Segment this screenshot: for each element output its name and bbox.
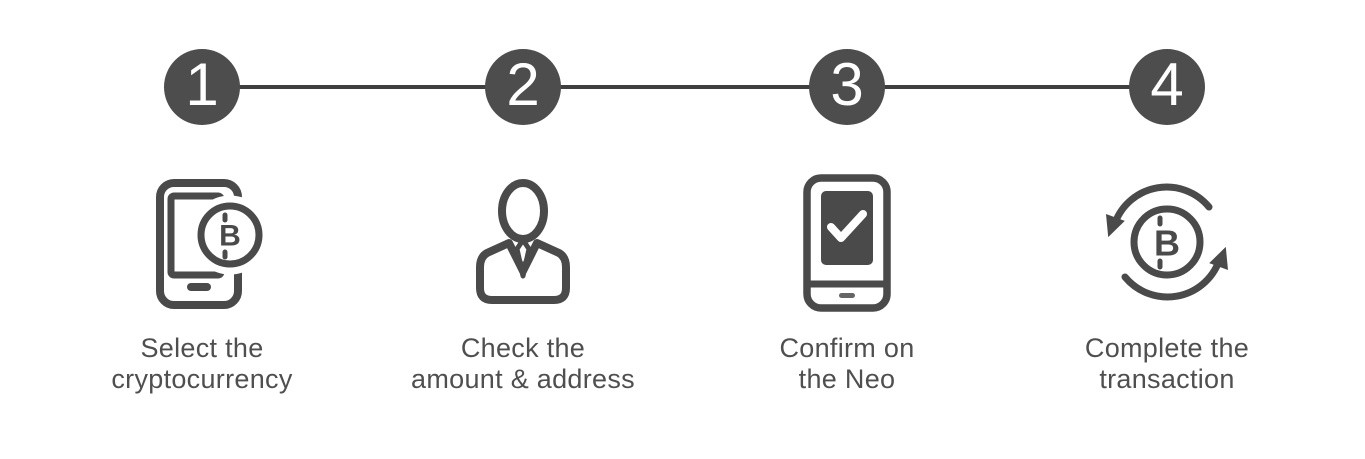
step-1-label-line2: cryptocurrency — [111, 364, 293, 394]
step-1-label: Select the cryptocurrency — [42, 333, 362, 395]
bitcoin-symbol: B — [1154, 222, 1180, 263]
step-3-number: 3 — [830, 51, 864, 118]
step-1-number-circle: 1 — [164, 49, 240, 125]
arrowhead-left — [1105, 213, 1125, 237]
smartphone-bitcoin-icon-svg: B — [156, 178, 270, 309]
step-4-number-circle: 4 — [1129, 49, 1205, 125]
device-checkmark-icon-svg — [803, 174, 891, 312]
step-3-label: Confirm on the Neo — [687, 333, 1007, 395]
step-3: 3 Confirm on the Neo — [687, 0, 1007, 459]
step-3-number-circle: 3 — [809, 49, 885, 125]
bitcoin-refresh-icon: B — [1007, 165, 1327, 323]
step-2-number-circle: 2 — [485, 49, 561, 125]
device-brand-mark — [839, 293, 855, 298]
businessman-icon — [363, 165, 683, 323]
device-checkmark-icon — [687, 165, 1007, 323]
step-2-number: 2 — [506, 51, 540, 118]
bitcoin-refresh-icon-svg: B — [1105, 183, 1229, 300]
bitcoin-symbol: B — [219, 219, 241, 252]
step-2-label-line1: Check the — [460, 333, 586, 363]
step-1: 1 B Select the cryptocurrency — [42, 0, 362, 459]
step-1-label-line1: Select the — [140, 333, 264, 363]
step-4-label: Complete the transaction — [1007, 333, 1327, 395]
checkmark-glyph — [827, 210, 867, 242]
step-2-label-line2: amount & address — [411, 364, 635, 394]
step-2-label: Check the amount & address — [363, 333, 683, 395]
step-4-label-line2: transaction — [1099, 364, 1235, 394]
step-3-label-line2: the Neo — [798, 364, 896, 394]
businessman-icon-svg — [476, 178, 570, 304]
step-4: 4 B Complete the transaction — [1007, 0, 1327, 459]
step-1-number: 1 — [185, 51, 219, 118]
stepper-connector-line — [202, 85, 1172, 89]
step-4-number: 4 — [1150, 51, 1184, 118]
smartphone-bitcoin-icon: B — [42, 165, 362, 323]
step-3-label-line1: Confirm on — [779, 333, 915, 363]
step-4-label-line1: Complete the — [1084, 333, 1250, 363]
step-2: 2 Check the amount & address — [363, 0, 683, 459]
arrowhead-right — [1209, 246, 1229, 270]
